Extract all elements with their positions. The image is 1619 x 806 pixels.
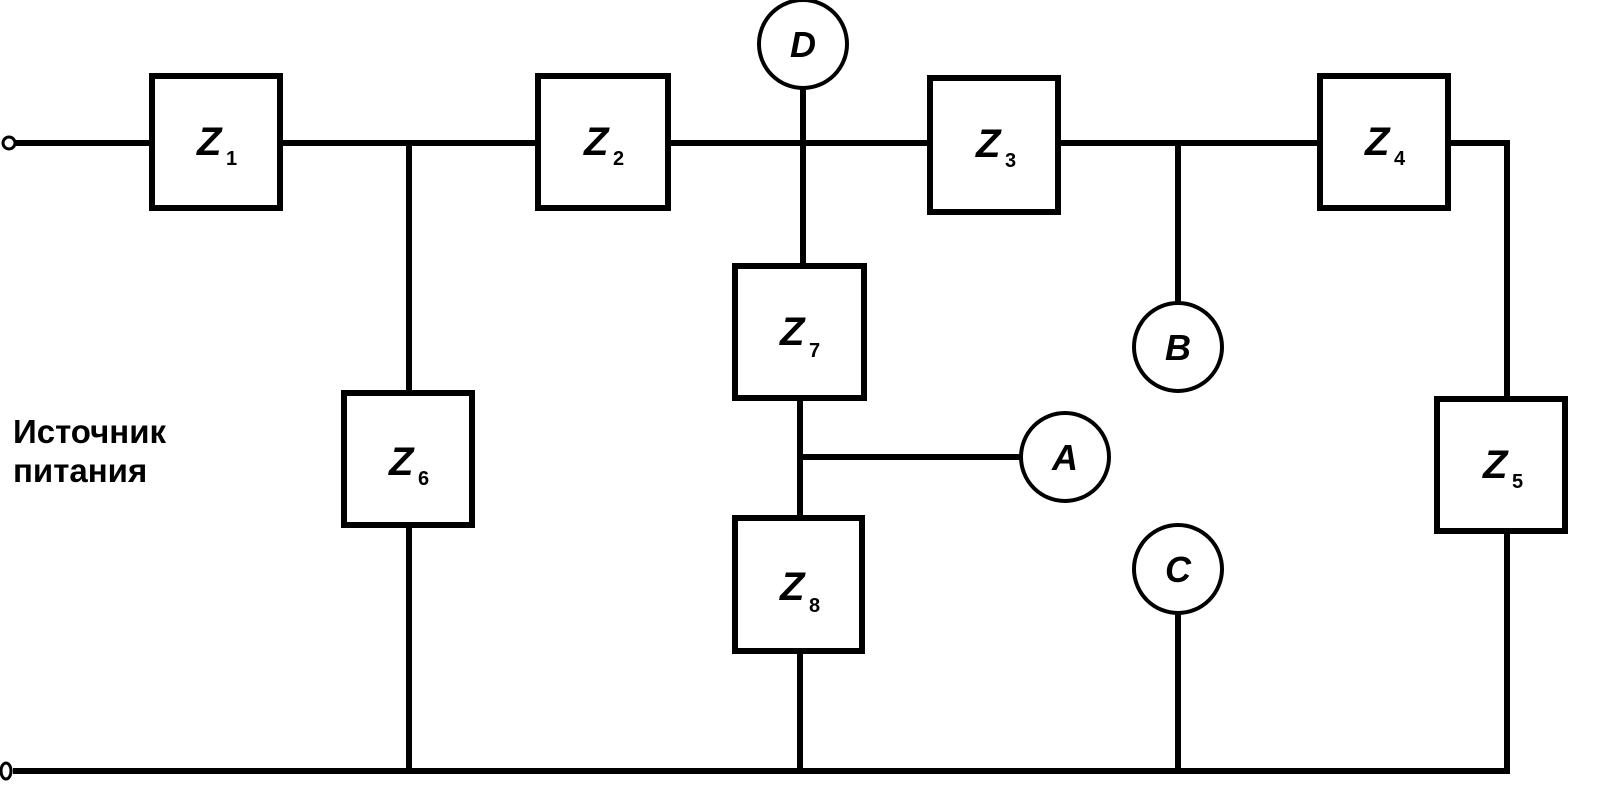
z7-symbol: Z [779, 310, 806, 354]
z4-index: 4 [1394, 148, 1406, 170]
node-b: B [1132, 301, 1224, 393]
z8-symbol: Z [779, 565, 806, 609]
input-terminal-top [1, 135, 17, 151]
z1-index: 1 [226, 148, 237, 170]
source-label-line2: питания [13, 452, 147, 489]
impedance-z2: Z 2 [535, 73, 671, 211]
z8-index: 8 [809, 595, 820, 617]
node-d: D [757, 0, 849, 90]
node-d-label: D [790, 24, 816, 65]
node-a: A [1019, 411, 1111, 503]
node-c-label: C [1165, 549, 1192, 590]
wire-z4-z5 [1445, 140, 1510, 402]
z2-index: 2 [613, 148, 624, 170]
z6-symbol: Z [388, 440, 415, 484]
impedance-z5: Z 5 [1434, 396, 1568, 534]
node-a-label: A [1051, 437, 1078, 478]
z4-symbol: Z [1364, 120, 1391, 164]
wires [13, 86, 1510, 774]
impedance-z1: Z 1 [149, 73, 283, 211]
impedance-z8: Z 8 [732, 515, 865, 654]
z3-index: 3 [1005, 150, 1016, 172]
z1-symbol: Z [196, 120, 223, 164]
impedance-z7: Z 7 [732, 263, 867, 401]
impedance-z4: Z 4 [1317, 73, 1451, 211]
z7-index: 7 [809, 340, 820, 362]
source-label-line1: Источник [13, 413, 167, 450]
z2-symbol: Z [583, 120, 610, 164]
z5-symbol: Z [1482, 443, 1509, 487]
input-terminal-bottom [0, 761, 13, 781]
node-b-label: B [1165, 327, 1191, 368]
node-c: C [1132, 523, 1224, 615]
z5-index: 5 [1512, 471, 1523, 493]
impedance-z6: Z 6 [341, 390, 475, 528]
impedance-z3: Z 3 [927, 75, 1061, 215]
z3-symbol: Z [975, 122, 1002, 166]
z6-index: 6 [418, 468, 429, 490]
